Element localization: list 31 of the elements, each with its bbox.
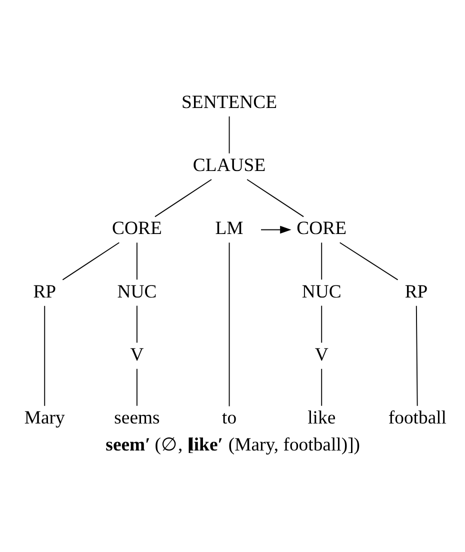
node-text: V bbox=[314, 344, 328, 365]
connector bbox=[228, 115, 230, 154]
connector bbox=[228, 242, 230, 406]
connector bbox=[416, 304, 418, 406]
node-text: Mary bbox=[24, 407, 65, 428]
connector bbox=[246, 178, 304, 217]
node-text: RP bbox=[404, 280, 428, 302]
node-text: NUC bbox=[302, 280, 342, 302]
node-text: CLAUSE bbox=[192, 154, 266, 176]
connector bbox=[321, 304, 322, 343]
arrow bbox=[260, 225, 292, 234]
node-text: seems bbox=[114, 407, 160, 428]
node-text: football bbox=[388, 407, 447, 428]
node-text: V bbox=[130, 344, 144, 365]
connector bbox=[136, 368, 138, 406]
node-text: like bbox=[308, 407, 336, 428]
connector bbox=[136, 304, 138, 343]
connector bbox=[339, 242, 398, 280]
node-text: SENTENCE bbox=[182, 91, 278, 112]
node-text: NUC bbox=[117, 280, 157, 302]
node-text: CORE bbox=[296, 218, 347, 239]
node-text: CORE bbox=[112, 218, 162, 239]
node-text: LM bbox=[215, 218, 244, 239]
connector bbox=[321, 242, 322, 280]
connector bbox=[321, 368, 322, 406]
node-text: RP bbox=[33, 280, 56, 302]
connector bbox=[154, 178, 212, 217]
connector bbox=[44, 304, 46, 406]
node-text: to bbox=[222, 407, 237, 428]
connector bbox=[136, 242, 138, 280]
connector bbox=[62, 242, 120, 280]
